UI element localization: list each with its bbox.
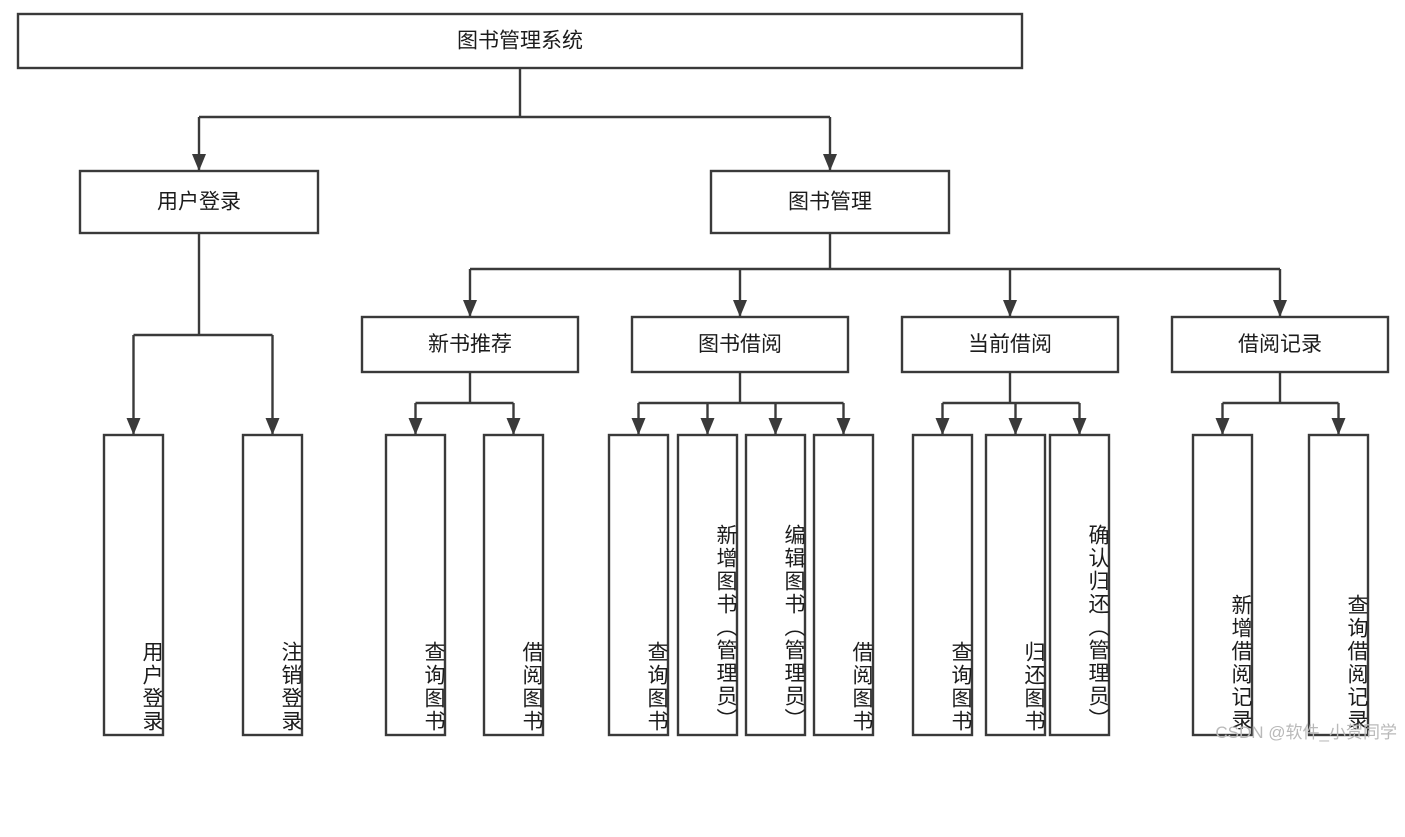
arrow-head-icon (733, 300, 747, 317)
node-label-book-manage: 图书管理 (788, 191, 872, 214)
node-box-leaf-user-login[interactable] (102, 433, 165, 737)
arrow-head-icon (1003, 300, 1017, 317)
arrow-head-icon (1215, 418, 1230, 435)
node-box-leaf-query-book-recommend[interactable] (384, 433, 447, 737)
node-label-user-login: 用户登录 (157, 191, 241, 214)
node-box-book-borrow[interactable] (630, 315, 850, 374)
node-box-current-borrow[interactable] (900, 315, 1120, 374)
arrow-head-icon (823, 154, 837, 171)
node-box-leaf-confirm-return[interactable] (1048, 433, 1111, 737)
arrow-head-icon (408, 418, 423, 435)
node-label-borrow-record: 借阅记录 (1238, 333, 1322, 356)
arrow-head-icon (700, 418, 715, 435)
node-box-borrow-record[interactable] (1170, 315, 1390, 374)
node-label-new-book-recommend: 新书推荐 (428, 333, 512, 356)
node-box-user-login[interactable] (78, 169, 320, 235)
arrow-head-icon (1273, 300, 1287, 317)
node-box-new-book-recommend[interactable] (360, 315, 580, 374)
node-box-leaf-query-book-current[interactable] (911, 433, 974, 737)
node-label-root: 图书管理系统 (457, 30, 583, 53)
node-box-leaf-query-borrow-record[interactable] (1307, 433, 1370, 737)
arrow-head-icon (192, 154, 206, 171)
arrow-head-icon (126, 418, 141, 435)
node-box-leaf-edit-book[interactable] (744, 433, 807, 737)
arrow-head-icon (1008, 418, 1023, 435)
arrow-head-icon (265, 418, 280, 435)
node-box-leaf-return-book[interactable] (984, 433, 1047, 737)
arrow-head-icon (935, 418, 950, 435)
node-box-leaf-add-borrow-record[interactable] (1191, 433, 1254, 737)
arrow-head-icon (836, 418, 851, 435)
flowchart-diagram: 图书管理系统用户登录图书管理新书推荐图书借阅当前借阅借阅记录 用户登录注销登录查… (16, 12, 1397, 742)
node-label-book-borrow: 图书借阅 (698, 333, 782, 356)
node-box-leaf-logout[interactable] (241, 433, 304, 737)
arrow-head-icon (463, 300, 477, 317)
node-box-leaf-borrow-book-recommend[interactable] (482, 433, 545, 737)
arrow-head-icon (1331, 418, 1346, 435)
arrow-head-icon (631, 418, 646, 435)
node-label-current-borrow: 当前借阅 (968, 333, 1052, 356)
arrow-head-icon (506, 418, 521, 435)
node-box-root[interactable] (16, 12, 1024, 70)
arrow-head-icon (1072, 418, 1087, 435)
arrow-head-icon (768, 418, 783, 435)
node-box-book-manage[interactable] (709, 169, 951, 235)
node-box-leaf-borrow-book[interactable] (812, 433, 875, 737)
node-box-leaf-query-book-borrow[interactable] (607, 433, 670, 737)
node-box-leaf-add-book[interactable] (676, 433, 739, 737)
csdn-watermark: CSDN @软件_小贺同学 (1215, 723, 1397, 742)
